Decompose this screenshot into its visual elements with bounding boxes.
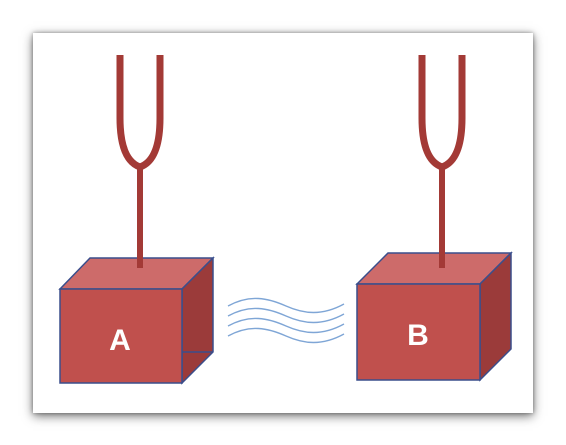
tuning-fork-icon	[116, 55, 164, 268]
box-a: A	[58, 256, 215, 385]
box-b: B	[355, 251, 513, 382]
sound-wave-icon	[227, 297, 345, 344]
box-a-label: A	[109, 324, 131, 357]
box-b-label: B	[407, 319, 429, 352]
box-a-front	[59, 288, 183, 384]
box-b-front	[356, 283, 481, 381]
tuning-fork-icon	[418, 55, 466, 268]
